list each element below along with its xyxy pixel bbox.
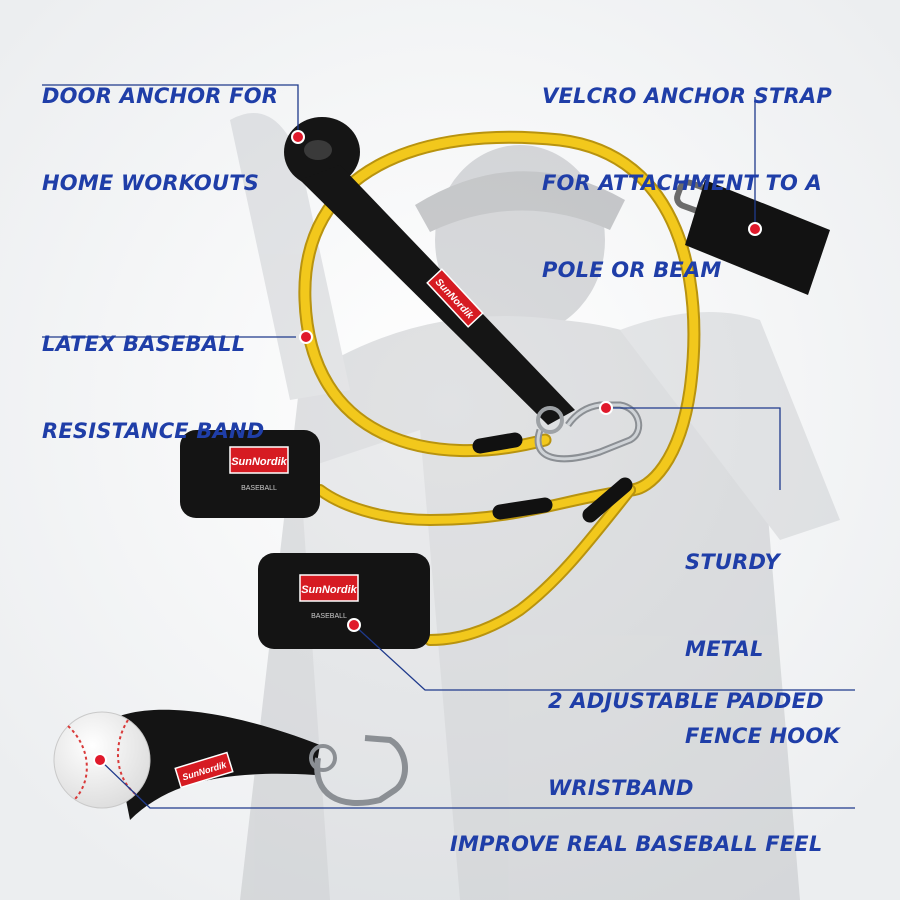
- marker-wristband: [347, 618, 361, 632]
- leader-line-door-anchor: [42, 84, 299, 135]
- callout-wristband-line1: 2 ADJUSTABLE PADDED: [548, 689, 824, 713]
- carabiner-icon: [534, 401, 643, 463]
- callout-velcro-line2: FOR ATTACHMENT TO A: [542, 171, 823, 195]
- wristband1-brand: SunNordik: [231, 456, 287, 468]
- callout-wristband-line2: WRISTBAND: [548, 776, 694, 800]
- leader-line-baseball: [99, 759, 855, 809]
- callout-hook-line3: FENCE HOOK: [685, 724, 840, 748]
- leader-line-wristband: [353, 624, 855, 691]
- marker-dots: [93, 130, 762, 767]
- wristband2-brand: SunNordik: [301, 584, 357, 596]
- marker-latex: [299, 330, 313, 344]
- wristband-icon: SunNordik BASEBALL SunNordik BASEBALL: [180, 430, 430, 649]
- callout-latex-band: LATEX BASEBALL RESISTANCE BAND: [42, 272, 264, 504]
- wristband2-text: BASEBALL: [311, 613, 347, 620]
- marker-velcro: [748, 222, 762, 236]
- callout-latex-line2: RESISTANCE BAND: [42, 419, 265, 443]
- callout-velcro-line3: POLE OR BEAM: [542, 258, 722, 282]
- callout-door-anchor-line2: HOME WORKOUTS: [42, 171, 260, 195]
- leader-lines: [42, 84, 855, 809]
- latex-resistance-band: [298, 130, 701, 646]
- wristband1-text: BASEBALL: [241, 485, 277, 492]
- callout-door-anchor-line1: DOOR ANCHOR FOR: [42, 84, 279, 108]
- callout-fence-hook: STURDY METAL FENCE HOOK: [685, 490, 840, 809]
- marker-hook: [599, 401, 613, 415]
- velcro-strap-icon: [674, 179, 830, 295]
- callout-baseball: IMPROVE REAL BASEBALL FEEL: [450, 772, 822, 900]
- leader-line-hook: [606, 407, 781, 490]
- callout-wristband: 2 ADJUSTABLE PADDED WRISTBAND: [548, 629, 824, 861]
- callout-hook-line1: STURDY: [685, 550, 780, 574]
- callout-door-anchor: DOOR ANCHOR FOR HOME WORKOUTS: [42, 24, 278, 256]
- callout-baseball-line1: IMPROVE REAL BASEBALL FEEL: [450, 832, 823, 856]
- callout-velcro-line1: VELCRO ANCHOR STRAP: [542, 84, 832, 108]
- marker-door-anchor: [291, 130, 305, 144]
- callout-velcro-strap: VELCRO ANCHOR STRAP FOR ATTACHMENT TO A …: [542, 24, 832, 343]
- callout-hook-line2: METAL: [685, 637, 764, 661]
- callout-latex-line1: LATEX BASEBALL: [42, 332, 246, 356]
- marker-baseball: [93, 753, 107, 767]
